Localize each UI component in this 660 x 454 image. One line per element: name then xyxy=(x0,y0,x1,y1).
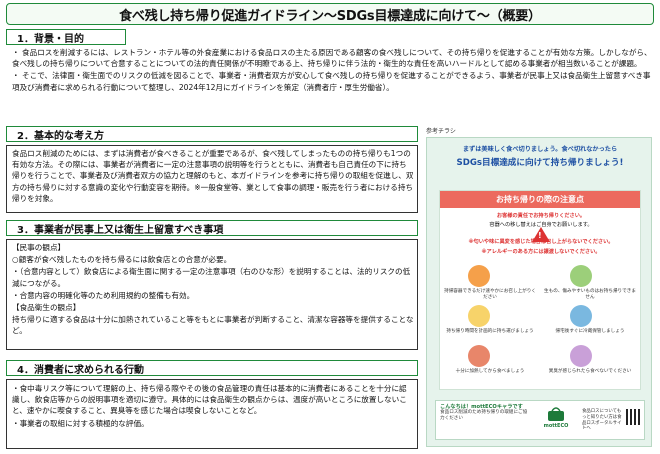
section-2-body: 食品ロス削減のためには、まずは消費者が食べきることが重要であるが、食べ残してしま… xyxy=(12,148,414,205)
section-3-box xyxy=(6,239,418,350)
heat-icon xyxy=(468,345,490,367)
flyer-line-1: まずは美味しく食べ切りましょう。食べ切れなかったら xyxy=(462,146,618,153)
civil-point-1: ○顧客が食べ残したものを持ち帰るには飲食店との合意が必要。 xyxy=(12,255,232,265)
flyer-tip-2: 生もの、傷みやすいものはお持ち帰りできません xyxy=(544,289,636,300)
flyer-note-4: ※アレルギーのある方には譲渡しないでください。 xyxy=(481,249,601,255)
flyer-tip-5: 十分に加熱してから食べましょう xyxy=(455,369,525,374)
flyer-label: 参考チラシ xyxy=(426,128,456,135)
section-1-paragraph-2: ・ そこで、法律面・衛生面でのリスクの低減を図ることで、事業者・消費者双方が安心… xyxy=(12,71,651,92)
section-4-heading: 4．消費者に求められる行動 xyxy=(6,360,418,376)
section-4-body: ・食中毒リスク等について理解の上、持ち帰る際やその後の食品管理の責任は基本的に消… xyxy=(12,383,414,430)
flyer-note-2: 容器への移し替えはご自身でお願いします。 xyxy=(489,222,593,228)
refrigerator-icon xyxy=(570,305,592,327)
flyer-tip-1: 持帰容器できるだけ速やかにお召し上がりください xyxy=(444,289,536,300)
bag-icon xyxy=(548,407,564,421)
smell-icon xyxy=(570,345,592,367)
flyer-footer-title: こんなちは！mottECOキャラです xyxy=(440,404,523,410)
section-3-body: 【民事の観点】 ○顧客が食べ残したものを持ち帰るには飲食店との合意が必要。 ・（… xyxy=(12,242,414,338)
section-2-paragraph: 食品ロス削減のためには、まずは消費者が食べきることが重要であるが、食べ残してしま… xyxy=(12,149,414,203)
reference-flyer: まずは美味しく食べ切りましょう。食べ切れなかったら SDGs目標達成に向けて持ち… xyxy=(426,137,652,447)
mottECO-logo: mottECO xyxy=(536,407,576,435)
flyer-card-heading: お持ち帰りの際の注意点 xyxy=(440,191,640,208)
flyer-tip-6: 異臭が感じられたら食べないでください xyxy=(548,369,632,374)
flyer-notice-card: お持ち帰りの際の注意点 お客様の責任でお持ち帰りください。 容器への移し替えはご… xyxy=(439,190,641,390)
flyer-tip-3: 持ち帰り時間を計画的に持ち運びましょう xyxy=(446,329,534,334)
hygiene-point-1: 持ち帰りに適する食品は十分に加熱されていること等をもとに事業者が判断すること、清… xyxy=(12,315,414,336)
civil-heading: 【民事の観点】 xyxy=(12,243,66,252)
clock-icon xyxy=(468,305,490,327)
section-4-paragraph-2: ・事業者の取組に対する積極的な評価。 xyxy=(12,418,149,428)
civil-point-3: ・合意内容の明確化等のため利用規約の整備も有効。 xyxy=(12,290,195,300)
flyer-header: まずは美味しく食べ切りましょう。食べ切れなかったら SDGs目標達成に向けて持ち… xyxy=(435,144,645,190)
page-title: 食べ残し持ち帰り促進ガイドライン～SDGs目標達成に向けて～（概要） xyxy=(119,8,541,24)
flyer-note-3: ※匂いや味に異変を感じた場合は召し上がらないでください。 xyxy=(468,239,614,245)
flyer-footer-left: こんなちは！mottECOキャラです 食品ロス削減のため持ち帰りの取組にご協力く… xyxy=(440,404,528,422)
flyer-footer-text: 食品ロス削減のため持ち帰りの取組にご協力ください xyxy=(440,410,528,421)
flyer-footer-right: 食品ロスについてもっと知りたい方は食品ロスポータルサイトへ xyxy=(582,409,622,432)
flyer-line-2: SDGs目標達成に向けて持ち帰りましょう! xyxy=(456,158,624,168)
section-4-box xyxy=(6,379,418,449)
section-1-heading: 1．背景・目的 xyxy=(6,29,126,45)
hygiene-heading: 【食品衛生の観点】 xyxy=(12,303,81,313)
food-container-icon xyxy=(468,265,490,287)
section-2-heading: 2．基本的な考え方 xyxy=(6,126,418,142)
warning-icon xyxy=(532,227,550,242)
sushi-icon xyxy=(570,265,592,287)
flyer-note-1: お客様の責任でお持ち帰りください。 xyxy=(496,213,586,219)
section-1-body: ・ 食品ロスを削減するには、レストラン・ホテル等の外食産業における食品ロスの主た… xyxy=(12,47,652,94)
section-2-box xyxy=(6,145,418,213)
qr-code-icon[interactable] xyxy=(626,409,642,425)
flyer-footer: こんなちは！mottECOキャラです 食品ロス削減のため持ち帰りの取組にご協力く… xyxy=(435,400,645,440)
section-4-paragraph-1: ・食中毒リスク等について理解の上、持ち帰る際やその後の食品管理の責任は基本的に消… xyxy=(12,384,407,416)
civil-point-2: ・（合意内容として）飲食店による衛生面に関する一定の注意事項（右のひな形）を説明… xyxy=(12,267,411,288)
section-3-heading: 3．事業者が民事上又は衛生上留意すべき事項 xyxy=(6,220,418,236)
flyer-tip-4: 帰宅後すぐに冷蔵保管しましょう xyxy=(555,329,625,334)
section-1-paragraph-1: ・ 食品ロスを削減するには、レストラン・ホテル等の外食産業における食品ロスの主た… xyxy=(12,48,652,69)
page-title-bar: 食べ残し持ち帰り促進ガイドライン～SDGs目標達成に向けて～（概要） xyxy=(6,3,654,25)
